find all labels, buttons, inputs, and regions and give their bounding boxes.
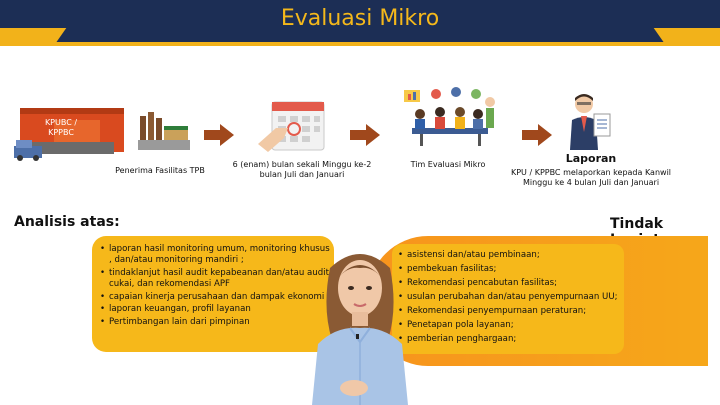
- list-item: pemberian penghargaan;: [398, 334, 628, 345]
- building-sign: KPUBC / KPPBC: [44, 118, 78, 137]
- list-item: laporan keuangan, profil layanan: [100, 304, 330, 315]
- list-item: usulan perubahan dan/atau penyempurnaan …: [398, 292, 628, 303]
- list-item: Rekomendasi pencabutan fasilitas;: [398, 278, 628, 289]
- step-4-title: Laporan: [565, 152, 617, 165]
- list-item: pembekuan fasilitas;: [398, 264, 628, 275]
- list-item: laporan hasil monitoring umum, monitorin…: [100, 244, 330, 266]
- step-3-label: Tim Evaluasi Mikro: [410, 160, 486, 169]
- list-item: Penetapan pola layanan;: [398, 320, 628, 331]
- building-icon: [14, 96, 194, 162]
- list-item: Rekomendasi penyempurnaan peraturan;: [398, 306, 628, 317]
- presenter-avatar: [300, 248, 420, 405]
- presenter-report-icon: [566, 92, 612, 150]
- step-1-label: Penerima Fasilitas TPB: [115, 166, 205, 175]
- list-item: asistensi dan/atau pembinaan;: [398, 250, 628, 261]
- header-bar: [0, 0, 720, 42]
- tindak-lanjut-list: asistensi dan/atau pembinaan; pembekuan …: [398, 250, 628, 348]
- calendar-icon: [258, 98, 328, 156]
- arrow-right-icon: [204, 124, 234, 146]
- step-4-label: KPU / KPPBC melaporkan kepada Kanwil Min…: [510, 168, 672, 187]
- team-meeting-icon: [398, 84, 502, 150]
- analisis-list: laporan hasil monitoring umum, monitorin…: [100, 244, 330, 329]
- step-2-label: 6 (enam) bulan sekali Minggu ke-2 bulan …: [232, 160, 372, 179]
- step-3: Tim Evaluasi Mikro: [408, 160, 488, 170]
- list-item: capaian kinerja perusahaan dan dampak ek…: [100, 292, 330, 303]
- arrow-right-icon: [350, 124, 380, 146]
- analisis-title: Analisis atas:: [14, 214, 120, 230]
- step-1: Penerima Fasilitas TPB: [110, 166, 210, 176]
- arrow-right-icon: [522, 124, 552, 146]
- header-stripe: [0, 42, 720, 46]
- page-title: Evaluasi Mikro: [280, 6, 440, 31]
- list-item: tindaklanjut hasil audit kepabeanan dan/…: [100, 268, 330, 290]
- step-4: Laporan KPU / KPPBC melaporkan kepada Ka…: [506, 152, 676, 188]
- list-item: Pertimbangan lain dari pimpinan: [100, 317, 330, 328]
- step-2: 6 (enam) bulan sekali Minggu ke-2 bulan …: [232, 160, 372, 180]
